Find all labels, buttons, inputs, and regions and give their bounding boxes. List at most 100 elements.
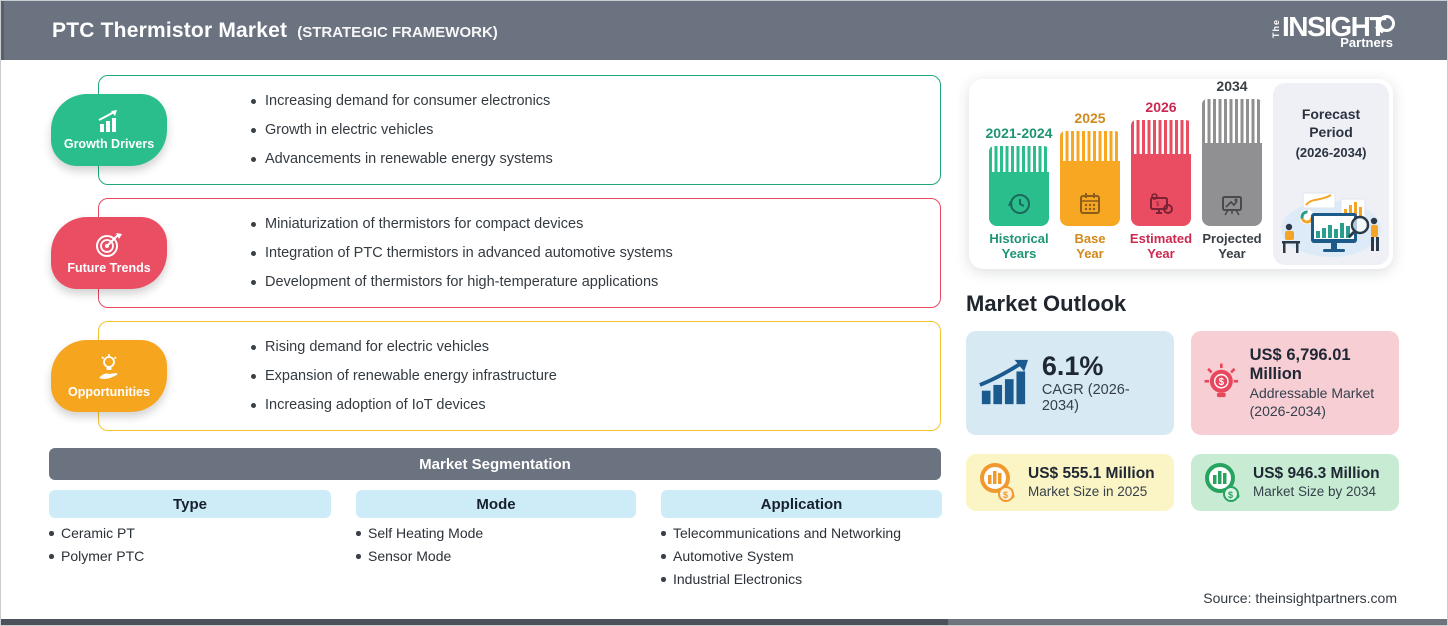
list-item: Increasing adoption of IoT devices <box>251 397 940 413</box>
future-trends-list: Miniaturization of thermistors for compa… <box>99 199 940 307</box>
source-attribution: Source: theinsightpartners.com <box>1203 590 1397 606</box>
market-size-2034-value: US$ 946.3 Million <box>1253 465 1380 482</box>
badge-label: Future Trends <box>67 260 151 275</box>
list-item: Ceramic PT <box>49 525 144 541</box>
bottom-strip-left <box>1 619 948 625</box>
magnifier-ring-icon <box>1378 14 1395 32</box>
mode-items: Self Heating Mode Sensor Mode <box>356 525 483 571</box>
svg-text:$: $ <box>1219 377 1225 388</box>
bottom-strip-right <box>948 619 1447 625</box>
list-item: Sensor Mode <box>356 548 483 564</box>
bar-caption: Estimated Year <box>1123 231 1199 261</box>
projection-screen-icon <box>1222 196 1242 216</box>
list-item: Rising demand for electric vehicles <box>251 339 940 355</box>
bar-caption: Historical Years <box>981 231 1057 261</box>
market-size-2025-value: US$ 555.1 Million <box>1028 465 1155 482</box>
market-size-2025-text: US$ 555.1 Million Market Size in 2025 <box>1028 465 1155 500</box>
svg-text:$: $ <box>1228 490 1233 500</box>
bar-year-label: 2025 <box>1074 110 1106 126</box>
calendar-icon <box>1080 193 1100 214</box>
list-item: Automotive System <box>661 548 901 564</box>
segment-column-mode: Mode <box>356 490 636 518</box>
application-items: Telecommunications and Networking Automo… <box>661 525 901 594</box>
cagr-value: 6.1% <box>1041 351 1104 381</box>
market-size-2025-card: $ US$ 555.1 Million Market Size in 2025 <box>966 454 1174 511</box>
forecast-timeline-card: 2021-2024 2025 2026 <box>969 78 1393 269</box>
market-size-2034-text: US$ 946.3 Million Market Size by 2034 <box>1253 465 1380 500</box>
cagr-card: 6.1% CAGR (2026-2034) <box>966 331 1174 435</box>
list-item: Polymer PTC <box>49 548 144 564</box>
insight-partners-logo: The INSIGHT Partners <box>1270 10 1395 50</box>
list-item: Industrial Electronics <box>661 571 901 587</box>
caption-line: Year <box>1218 246 1246 261</box>
badge-label: Growth Drivers <box>63 136 155 151</box>
future-trends-box: Miniaturization of thermistors for compa… <box>98 198 941 308</box>
caption-line: Historical <box>989 231 1049 246</box>
bulb-hand-icon <box>99 353 118 379</box>
addressable-market-card: $ US$ 6,796.01 Million Addressable Marke… <box>1191 331 1399 435</box>
bar-caption: Base Year <box>1052 231 1128 261</box>
caption-line: Year <box>1076 246 1104 261</box>
bar-year-label: 2021-2024 <box>985 125 1053 141</box>
market-segmentation-header: Market Segmentation <box>49 448 941 480</box>
bar-year-label: 2026 <box>1145 99 1177 115</box>
segment-column-application: Application <box>661 490 942 518</box>
caption-line: Year <box>1147 246 1175 261</box>
market-size-2025-label: Market Size in 2025 <box>1028 484 1148 499</box>
list-item: Integration of PTC thermistors in advanc… <box>251 245 940 261</box>
list-item: Increasing demand for consumer electroni… <box>251 93 940 109</box>
caption-line: Projected <box>1202 231 1262 246</box>
badge-label: Opportunities <box>68 384 150 399</box>
market-size-2034-card: $ US$ 946.3 Million Market Size by 2034 <box>1191 454 1399 511</box>
list-item: Development of thermistors for high-temp… <box>251 274 940 290</box>
target-dart-icon <box>96 232 122 257</box>
list-item: Self Heating Mode <box>356 525 483 541</box>
magnifier-chart-green-icon: $ <box>1205 462 1240 502</box>
caption-line: Estimated <box>1129 231 1193 246</box>
logo-top-row: The INSIGHT <box>1270 10 1395 42</box>
list-item: Growth in electric vehicles <box>251 122 940 138</box>
logo-partners-text: Partners <box>1340 34 1393 50</box>
forecast-line: Forecast <box>1301 106 1361 122</box>
type-items: Ceramic PT Polymer PTC <box>49 525 144 571</box>
logo-the-text: The <box>1270 19 1281 39</box>
forecast-period-range: (2026-2034) <box>1295 145 1367 160</box>
addressable-market-range: (2026-2034) <box>1249 403 1326 419</box>
page-subtitle: (STRATEGIC FRAMEWORK) <box>297 23 498 41</box>
future-trends-badge: Future Trends <box>51 217 167 289</box>
caption-line: Years <box>1001 246 1037 261</box>
bar-year-label: 2034 <box>1216 78 1248 94</box>
list-item: Telecommunications and Networking <box>661 525 901 541</box>
market-size-2034-label: Market Size by 2034 <box>1253 484 1377 499</box>
list-item: Miniaturization of thermistors for compa… <box>251 216 940 232</box>
page-title: PTC Thermistor Market <box>52 18 288 42</box>
svg-text:$: $ <box>1003 490 1008 500</box>
header-bar: PTC Thermistor Market (STRATEGIC FRAMEWO… <box>1 1 1447 60</box>
segment-column-type: Type <box>49 490 331 518</box>
opportunities-box: Rising demand for electric vehicles Expa… <box>98 321 941 431</box>
logo-insight-text: INSIGHT <box>1281 10 1387 42</box>
dollar-bulb-icon: $ <box>1204 363 1239 398</box>
caption-line: Base <box>1074 231 1106 246</box>
monitor-gear-icon: $ <box>1150 193 1173 214</box>
timeline-bar-projected: 2034 <box>1202 78 1262 226</box>
list-item: Expansion of renewable energy infrastruc… <box>251 368 940 384</box>
timeline-bar-base: 2025 <box>1060 110 1120 226</box>
addressable-market-value: US$ 6,796.01 Million <box>1249 346 1351 383</box>
growth-chart-icon <box>98 109 117 132</box>
header-titles: PTC Thermistor Market (STRATEGIC FRAMEWO… <box>52 19 498 43</box>
analytics-illustration <box>1281 192 1381 257</box>
growth-drivers-list: Increasing demand for consumer electroni… <box>99 76 940 184</box>
forecast-period-title: Forecast Period <box>1273 105 1389 141</box>
addressable-market-text: US$ 6,796.01 Million Addressable Market … <box>1250 346 1389 420</box>
timeline-bar-historical: 2021-2024 <box>986 125 1052 226</box>
cagr-text: 6.1% CAGR (2026-2034) <box>1042 352 1162 414</box>
market-outlook-title: Market Outlook <box>966 291 1127 316</box>
magnifier-chart-orange-icon: $ <box>980 462 1015 502</box>
forecast-line: Period <box>1309 124 1353 140</box>
forecast-period-panel: Forecast Period (2026-2034) <box>1273 83 1389 265</box>
growth-drivers-box: Increasing demand for consumer electroni… <box>98 75 941 185</box>
bar-caption: Projected Year <box>1194 231 1270 261</box>
addressable-market-label: Addressable Market <box>1249 385 1375 401</box>
